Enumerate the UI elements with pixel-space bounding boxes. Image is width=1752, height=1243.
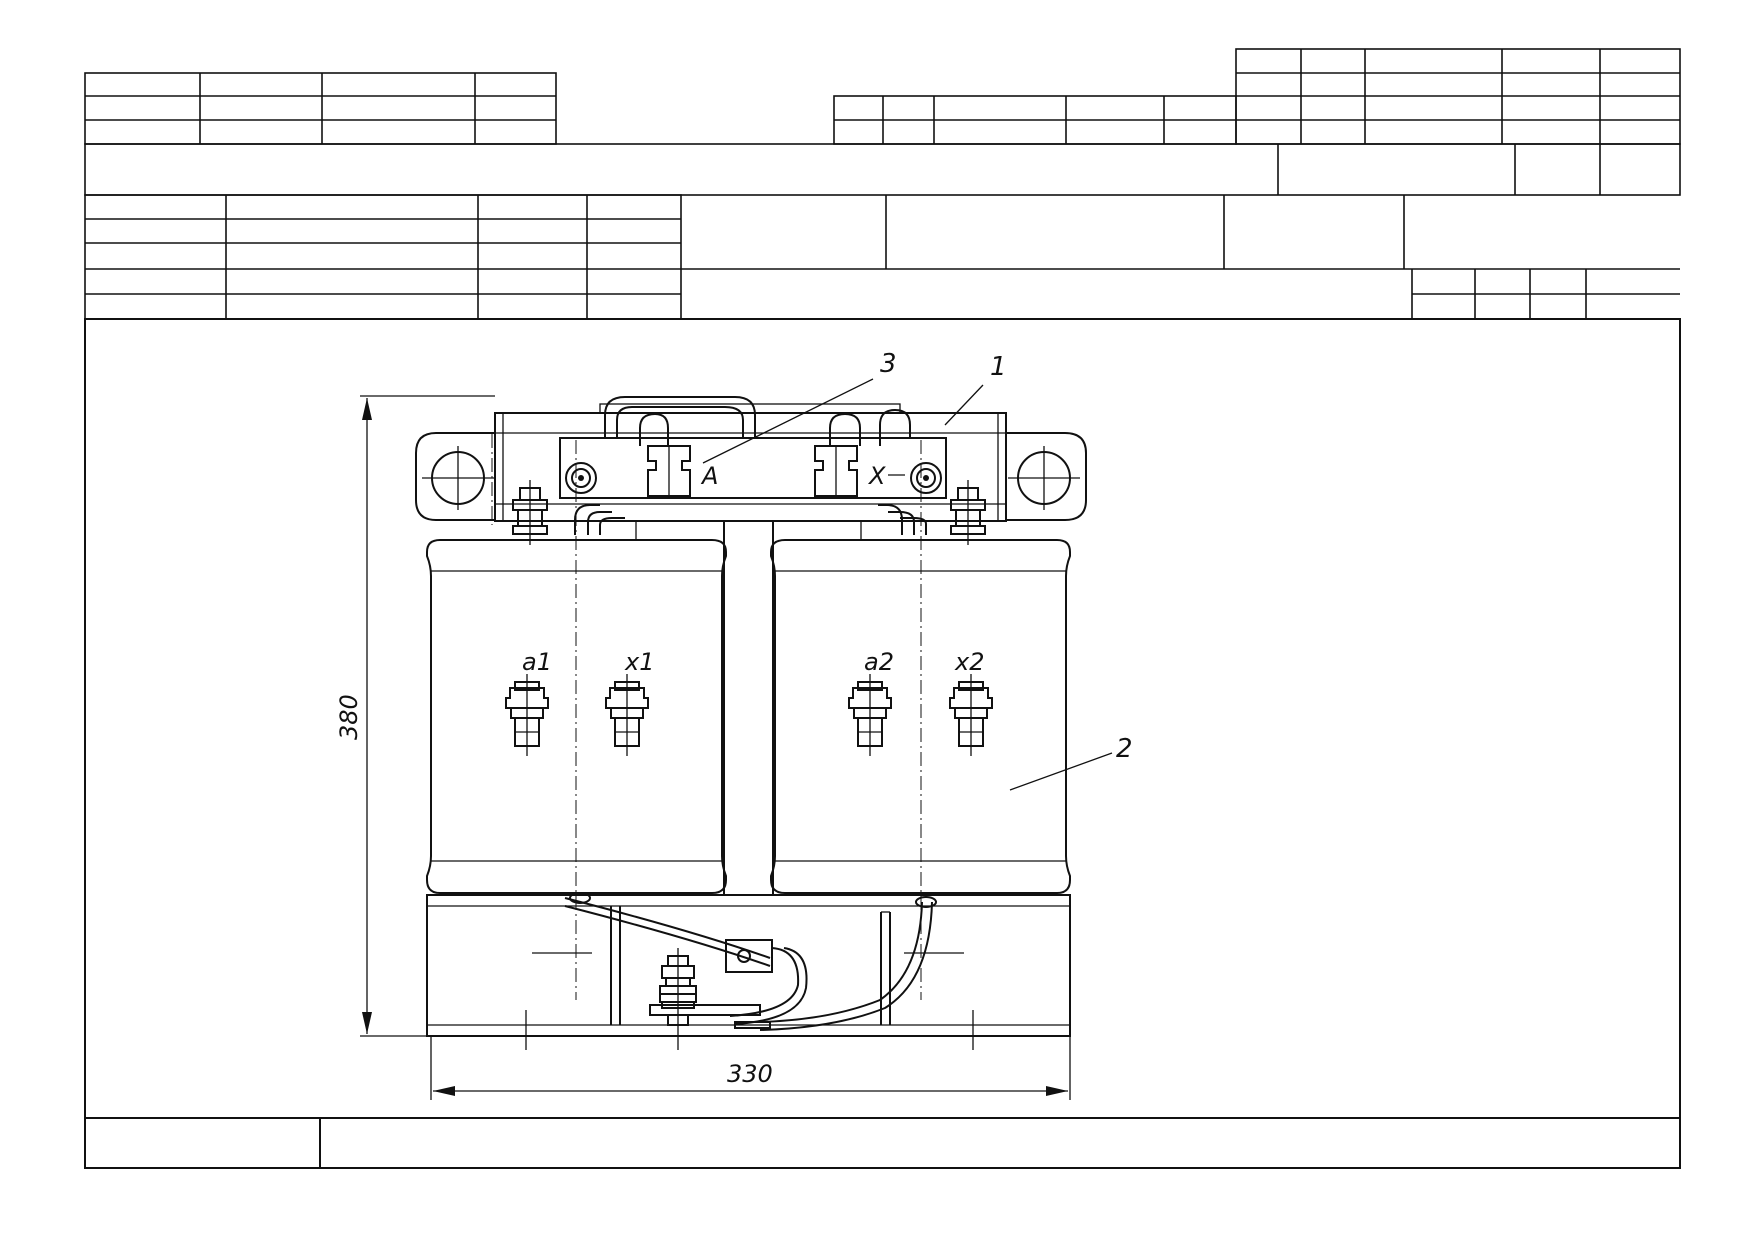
dimension-height-label: 380 <box>335 694 363 740</box>
header-table-top-right <box>1235 48 1681 145</box>
terminal-A-label: A <box>700 462 718 490</box>
callout-2-label: 2 <box>1116 734 1133 764</box>
terminal-a2-label: a2 <box>864 648 894 676</box>
footer-row <box>85 1117 1680 1168</box>
ground-strap <box>564 892 937 1031</box>
dimension-width-lines <box>430 1036 1071 1100</box>
ground-bolt <box>659 948 697 1050</box>
callout-leaders <box>702 378 1113 791</box>
dimension-width-label: 330 <box>727 1060 773 1088</box>
header-table-top-middle <box>833 95 1237 145</box>
stud-a1 <box>505 674 549 756</box>
stud-x1 <box>605 674 649 756</box>
top-bolt-right <box>950 480 986 545</box>
header-table-lower-right <box>681 195 1680 319</box>
header-table-lower-left <box>84 194 682 320</box>
terminal-x2-label: x2 <box>954 648 984 676</box>
hv-leads <box>574 396 927 535</box>
header-grid <box>84 48 1681 320</box>
dimension-height-lines <box>360 395 495 1037</box>
terminal-x1-label: x1 <box>624 648 654 676</box>
header-table-top-left <box>84 72 557 145</box>
base-frame <box>426 894 1071 1050</box>
core-window <box>635 521 862 895</box>
mounting-ear-left <box>415 432 495 521</box>
stud-a2 <box>848 674 892 756</box>
header-title-row <box>84 143 1681 196</box>
transformer-drawing <box>415 396 1087 1050</box>
terminal-X-label: X <box>867 462 886 490</box>
stud-x2 <box>949 674 993 756</box>
drawing-frame <box>84 318 1681 1169</box>
mounting-ear-right <box>1006 432 1087 521</box>
callout-3-label: 3 <box>880 349 897 379</box>
top-bolt-left <box>512 480 548 545</box>
top-yoke <box>494 403 1007 522</box>
callout-1-label: 1 <box>990 352 1007 382</box>
centre-lines <box>491 434 922 1000</box>
terminal-a1-label: a1 <box>522 648 552 676</box>
terminal-board <box>559 437 947 499</box>
